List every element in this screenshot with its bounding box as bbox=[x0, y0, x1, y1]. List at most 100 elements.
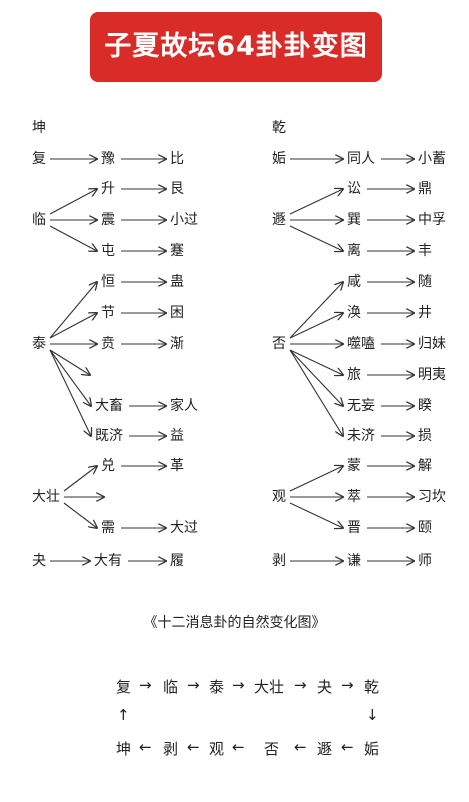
cycle-top-2: 临 bbox=[163, 678, 179, 696]
cycle-bottom-1: 坤 bbox=[116, 740, 132, 758]
change-arrow bbox=[49, 225, 97, 251]
derived-hexagram: 无妄 bbox=[347, 398, 375, 414]
derived-hexagram: 离 bbox=[347, 242, 361, 259]
change-arrow bbox=[49, 349, 90, 375]
hexagram-change-diagram: 坤复豫比临升艮震小过屯蹇泰恒蛊节困贲渐大畜家人既济益大壮兑革需大过夬大有履乾姤同… bbox=[32, 120, 446, 569]
derived-hexagram: 需 bbox=[101, 520, 115, 536]
change-arrow bbox=[289, 466, 343, 492]
derived-hexagram: 咸 bbox=[347, 274, 361, 290]
cycle-bottom-6: 姤 bbox=[364, 740, 380, 758]
final-hexagram: 益 bbox=[170, 428, 184, 444]
derived-hexagram: 噬嗑 bbox=[347, 336, 375, 352]
source-hexagram: 夬 bbox=[32, 553, 46, 569]
change-arrow bbox=[289, 282, 343, 339]
source-hexagram: 否 bbox=[272, 336, 286, 352]
final-hexagram: 困 bbox=[170, 305, 184, 321]
change-arrow bbox=[289, 349, 343, 436]
change-arrow bbox=[289, 225, 343, 251]
cycle-arrow-left: ← bbox=[341, 738, 354, 756]
derived-hexagram: 旅 bbox=[347, 367, 361, 383]
final-hexagram: 鼎 bbox=[418, 181, 432, 197]
derived-hexagram: 巽 bbox=[347, 212, 361, 228]
cycle-arrow-left: ← bbox=[294, 738, 307, 756]
final-hexagram: 随 bbox=[418, 274, 432, 290]
final-hexagram: 渐 bbox=[170, 336, 184, 352]
derived-hexagram: 大有 bbox=[94, 553, 122, 569]
cycle-arrow-right: → bbox=[341, 676, 354, 694]
cycle-top-3: 泰 bbox=[209, 678, 225, 696]
final-hexagram: 小蓄 bbox=[418, 151, 446, 167]
final-hexagram: 蛊 bbox=[170, 274, 184, 290]
cycle-bottom-3: 观 bbox=[209, 740, 225, 758]
final-hexagram: 丰 bbox=[418, 243, 432, 259]
diagram-subtitle: 《十二消息卦的自然变化图》 bbox=[143, 615, 326, 631]
final-hexagram: 井 bbox=[418, 305, 432, 321]
cycle-bottom-4: 否 bbox=[264, 740, 280, 758]
cycle-bottom-2: 剥 bbox=[163, 740, 179, 758]
cycle-arrow-left: ← bbox=[139, 738, 152, 756]
change-arrow bbox=[289, 502, 343, 528]
derived-hexagram: 讼 bbox=[347, 181, 361, 197]
left-root-hexagram: 坤 bbox=[32, 120, 46, 136]
source-hexagram: 复 bbox=[32, 150, 46, 167]
final-hexagram: 颐 bbox=[418, 520, 432, 536]
change-arrow bbox=[289, 189, 343, 215]
final-hexagram: 艮 bbox=[170, 181, 184, 197]
change-arrow bbox=[289, 349, 343, 406]
change-arrow bbox=[49, 349, 91, 436]
title-banner: 子夏故坛64卦卦变图 bbox=[90, 12, 382, 82]
change-arrow bbox=[63, 502, 97, 528]
derived-hexagram: 蒙 bbox=[347, 458, 361, 474]
final-hexagram: 履 bbox=[170, 553, 184, 569]
source-hexagram: 姤 bbox=[272, 151, 286, 167]
derived-hexagram: 兑 bbox=[101, 458, 115, 474]
change-arrow bbox=[49, 349, 91, 406]
final-hexagram: 睽 bbox=[418, 398, 432, 414]
derived-hexagram: 未济 bbox=[347, 428, 375, 444]
change-arrow bbox=[289, 313, 343, 339]
derived-hexagram: 震 bbox=[101, 212, 115, 228]
derived-hexagram: 既济 bbox=[95, 428, 123, 444]
cycle-bottom-5: 遯 bbox=[317, 740, 333, 758]
change-arrow bbox=[49, 282, 97, 339]
cycle-arrow-left: ← bbox=[187, 738, 200, 756]
source-hexagram: 剥 bbox=[272, 553, 286, 569]
change-arrow bbox=[49, 313, 97, 339]
final-hexagram: 习坎 bbox=[418, 489, 446, 505]
derived-hexagram: 贲 bbox=[101, 336, 115, 352]
cycle-arrow-right: → bbox=[139, 676, 152, 694]
final-hexagram: 归妹 bbox=[418, 335, 446, 352]
derived-hexagram: 大畜 bbox=[95, 398, 123, 414]
final-hexagram: 小过 bbox=[170, 212, 198, 228]
derived-hexagram: 升 bbox=[101, 181, 115, 197]
final-hexagram: 师 bbox=[418, 553, 432, 569]
cycle-arrow-right: → bbox=[187, 676, 200, 694]
derived-hexagram: 屯 bbox=[101, 243, 115, 259]
derived-hexagram: 豫 bbox=[101, 151, 115, 167]
cycle-arrow-right: → bbox=[232, 676, 245, 694]
source-hexagram: 遯 bbox=[272, 212, 286, 228]
change-arrow bbox=[49, 189, 97, 215]
cycle-arrow-up: ↑ bbox=[117, 706, 130, 724]
source-hexagram: 临 bbox=[32, 212, 46, 228]
derived-hexagram: 晋 bbox=[347, 520, 361, 536]
source-hexagram: 观 bbox=[272, 489, 286, 505]
change-arrow bbox=[289, 349, 343, 375]
final-hexagram: 中孚 bbox=[418, 212, 446, 228]
cycle-top-5: 夬 bbox=[317, 678, 333, 696]
derived-hexagram: 谦 bbox=[347, 553, 361, 569]
source-hexagram: 泰 bbox=[32, 336, 46, 352]
final-hexagram: 革 bbox=[170, 458, 184, 474]
cycle-arrow-right: → bbox=[294, 676, 307, 694]
banner-title: 子夏故坛64卦卦变图 bbox=[104, 31, 368, 62]
cycle-arrow-down: ↓ bbox=[366, 706, 379, 724]
cycle-top-6: 乾 bbox=[364, 678, 380, 696]
derived-hexagram: 同人 bbox=[347, 151, 375, 167]
derived-hexagram: 涣 bbox=[347, 304, 361, 321]
cycle-top-1: 复 bbox=[116, 678, 132, 696]
source-hexagram: 大壮 bbox=[32, 489, 60, 505]
final-hexagram: 比 bbox=[170, 151, 184, 167]
change-arrow bbox=[63, 466, 97, 492]
final-hexagram: 大过 bbox=[170, 520, 198, 536]
final-hexagram: 明夷 bbox=[418, 367, 446, 383]
